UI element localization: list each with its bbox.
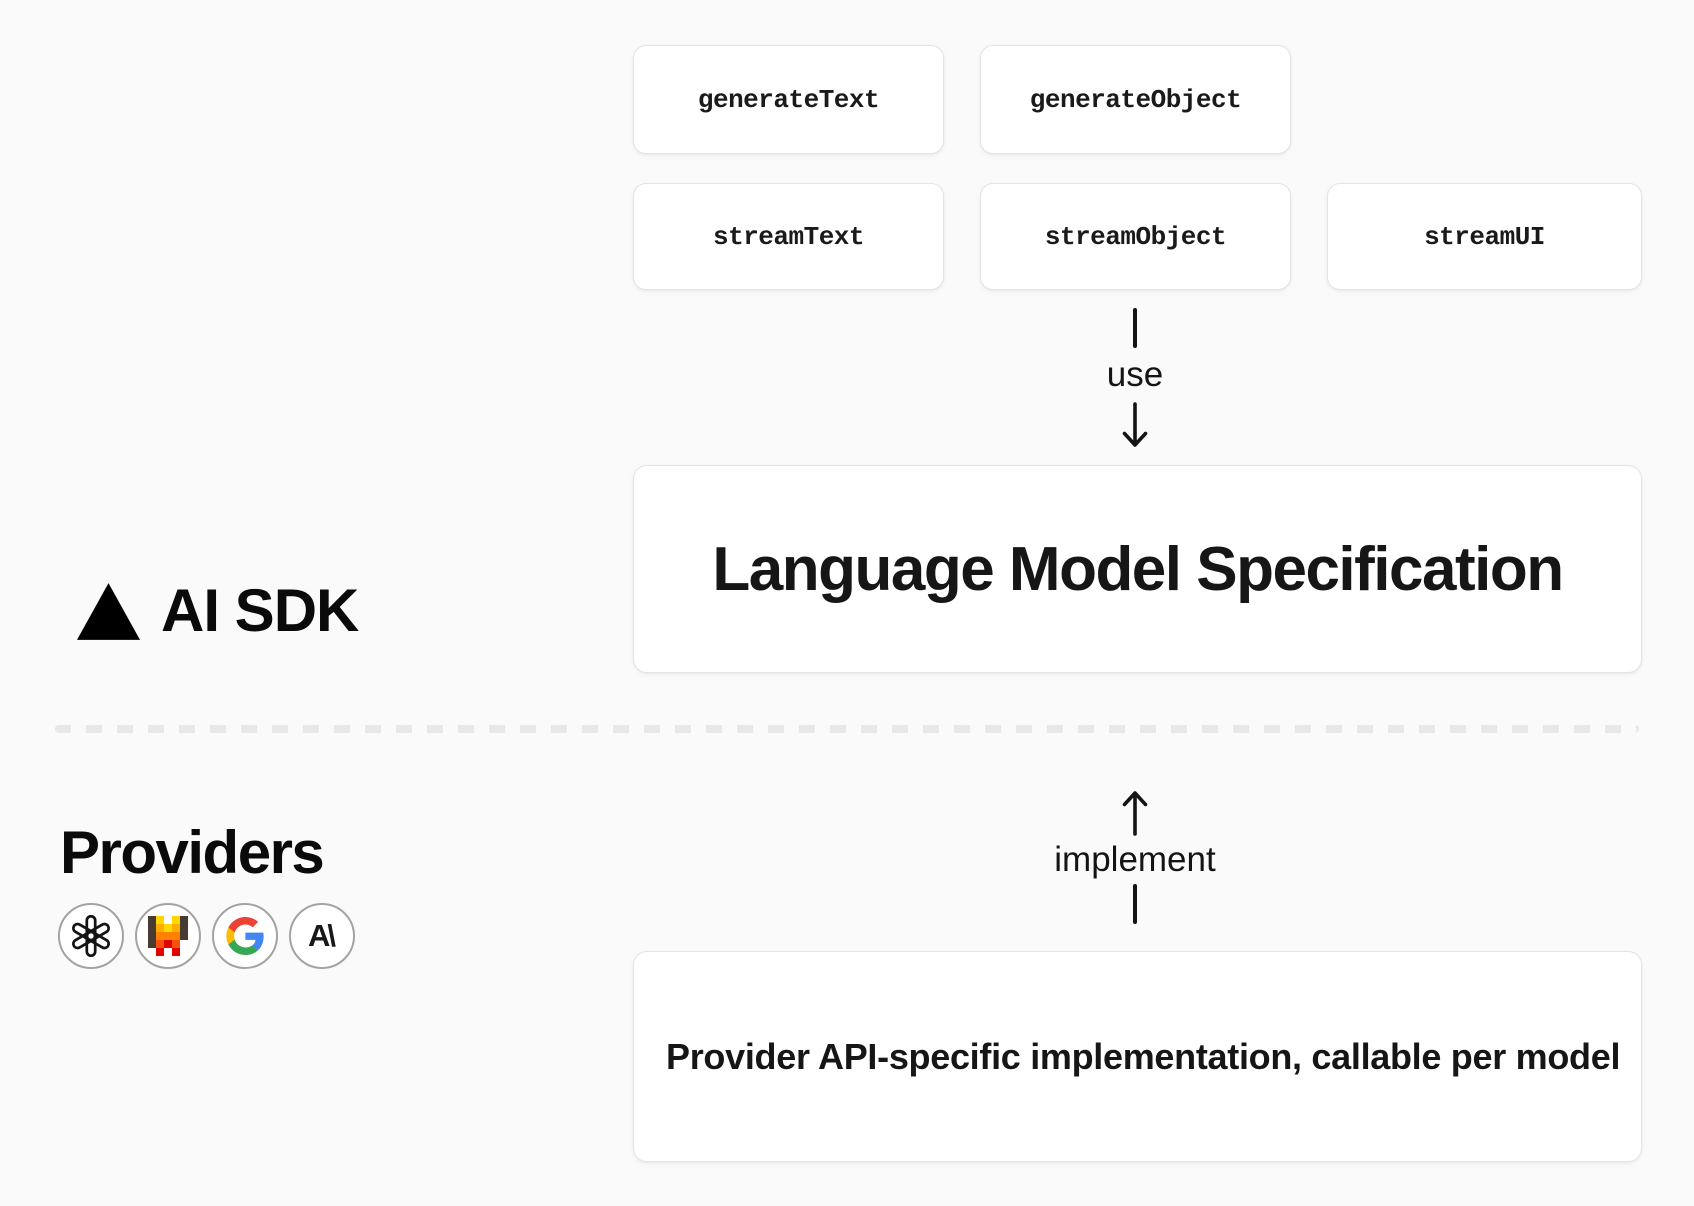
stream-text-label: streamText: [712, 221, 865, 252]
provider-google: [212, 903, 278, 969]
sdk-providers-divider: [55, 725, 1639, 733]
generate-object-box: generateObject: [980, 45, 1291, 154]
anthropic-logo-icon: A\: [308, 918, 336, 953]
stream-object-label: streamObject: [1044, 221, 1227, 252]
ai-sdk-label: AI SDK: [161, 577, 359, 644]
stream-ui-box: streamUI: [1327, 183, 1642, 290]
provider-anthropic: A\: [289, 903, 355, 969]
provider-mistral: [135, 903, 201, 969]
generate-text-label: generateText: [697, 84, 880, 115]
arrow-up-icon: [1122, 791, 1148, 836]
stream-object-box: streamObject: [980, 183, 1291, 290]
mistral-logo-icon: [148, 916, 188, 956]
implement-relation-group: implement: [1035, 786, 1235, 924]
provider-icons-row: A\: [58, 903, 355, 969]
use-connector-line: [1133, 308, 1137, 348]
vercel-triangle-icon: [77, 582, 140, 640]
use-relation-group: use: [1035, 308, 1235, 452]
provider-openai: [58, 903, 124, 969]
generate-text-box: generateText: [633, 45, 944, 154]
stream-ui-label: streamUI: [1424, 221, 1545, 252]
arrow-down-icon: [1122, 402, 1148, 447]
generate-object-label: generateObject: [1029, 84, 1242, 115]
ai-sdk-logo-row: AI SDK: [77, 577, 359, 644]
google-logo-icon: [226, 917, 264, 955]
openai-logo-icon: [71, 915, 111, 957]
use-label: use: [1106, 355, 1164, 394]
implement-connector-line: [1133, 884, 1137, 924]
provider-implementation-box: Provider API-specific implementation, ca…: [633, 951, 1642, 1162]
stream-text-box: streamText: [633, 183, 944, 290]
spec-title: Language Model Specification: [712, 534, 1564, 604]
providers-heading: Providers: [60, 819, 325, 886]
language-model-specification-box: Language Model Specification: [633, 465, 1642, 673]
provider-implementation-text: Provider API-specific implementation, ca…: [666, 1036, 1621, 1077]
implement-label: implement: [1054, 840, 1216, 879]
